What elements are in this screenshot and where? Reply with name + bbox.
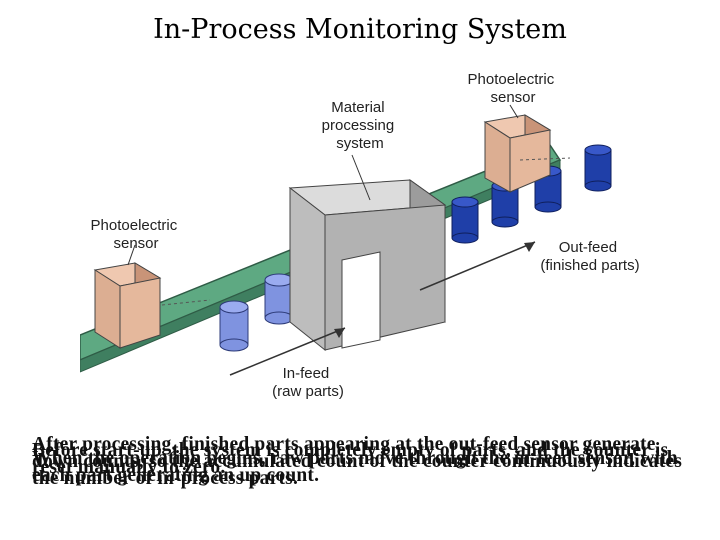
outfeed-photoelectric-sensor	[483, 114, 552, 193]
raw-part	[219, 300, 249, 352]
caption-operation: When the operation begins, raw parts mov…	[32, 448, 678, 486]
raw-part	[264, 273, 294, 325]
processing-machine	[288, 179, 447, 352]
outfeed-sensor-beam	[519, 157, 571, 161]
label-outfeed: Out-feed (finished parts)	[540, 239, 639, 274]
label-material-processing: Material processing system	[322, 99, 399, 152]
leader-photo-left	[127, 244, 136, 266]
leader-machine	[351, 154, 371, 201]
infeed-arrow	[229, 327, 346, 376]
in-process-monitoring-diagram: Material processing system Photoelectric…	[80, 71, 640, 400]
outfeed-arrow	[419, 241, 536, 291]
caption-startup: Before start-up, the system is completel…	[32, 440, 669, 478]
caption-after-processing: After processing, finished parts appeari…	[32, 434, 683, 489]
infeed-photoelectric-sensor	[93, 262, 162, 349]
leader-photo-right	[509, 104, 519, 119]
label-infeed: In-feed (raw parts)	[272, 365, 344, 400]
infeed-sensor-beam	[161, 299, 211, 306]
label-photoelectric-outfeed: Photoelectric sensor	[468, 71, 559, 106]
finished-part	[451, 196, 479, 244]
finished-part	[584, 144, 612, 192]
label-photoelectric-infeed: Photoelectric sensor	[91, 217, 182, 252]
slide-title: In-Process Monitoring System	[153, 14, 567, 45]
